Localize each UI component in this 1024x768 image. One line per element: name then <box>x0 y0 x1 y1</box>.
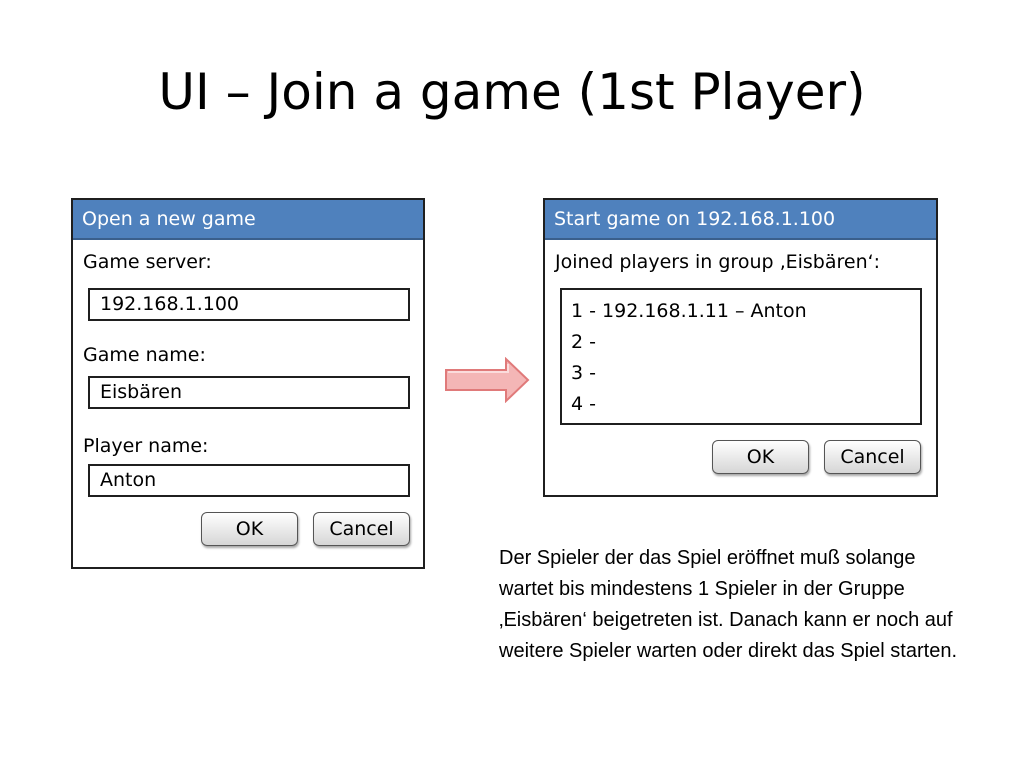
list-item: 1 - 192.168.1.11 – Anton <box>571 300 807 322</box>
ok-button[interactable]: OK <box>712 440 809 474</box>
slide-title: UI – Join a game (1st Player) <box>158 63 866 121</box>
joined-players-label: Joined players in group ‚Eisbären‘: <box>555 251 881 273</box>
dialog-title: Open a new game <box>73 200 423 240</box>
game-name-input[interactable]: Eisbären <box>88 376 410 409</box>
player-name-label: Player name: <box>83 435 209 457</box>
dialog-title: Start game on 192.168.1.100 <box>545 200 936 240</box>
open-new-game-dialog: Open a new game Game server: 192.168.1.1… <box>71 198 425 569</box>
players-list[interactable]: 1 - 192.168.1.11 – Anton 2 - 3 - 4 - <box>560 288 922 425</box>
cancel-button[interactable]: Cancel <box>824 440 921 474</box>
game-server-input[interactable]: 192.168.1.100 <box>88 288 410 321</box>
list-item: 4 - <box>571 393 596 415</box>
cancel-button[interactable]: Cancel <box>313 512 410 546</box>
list-item: 2 - <box>571 331 596 353</box>
right-arrow-icon <box>445 357 530 403</box>
game-name-label: Game name: <box>83 344 206 366</box>
list-item: 3 - <box>571 362 596 384</box>
game-server-label: Game server: <box>83 251 212 273</box>
ok-button[interactable]: OK <box>201 512 298 546</box>
player-name-input[interactable]: Anton <box>88 464 410 497</box>
explanation-note: Der Spieler der das Spiel eröffnet muß s… <box>499 547 958 662</box>
start-game-dialog: Start game on 192.168.1.100 Joined playe… <box>543 198 938 497</box>
